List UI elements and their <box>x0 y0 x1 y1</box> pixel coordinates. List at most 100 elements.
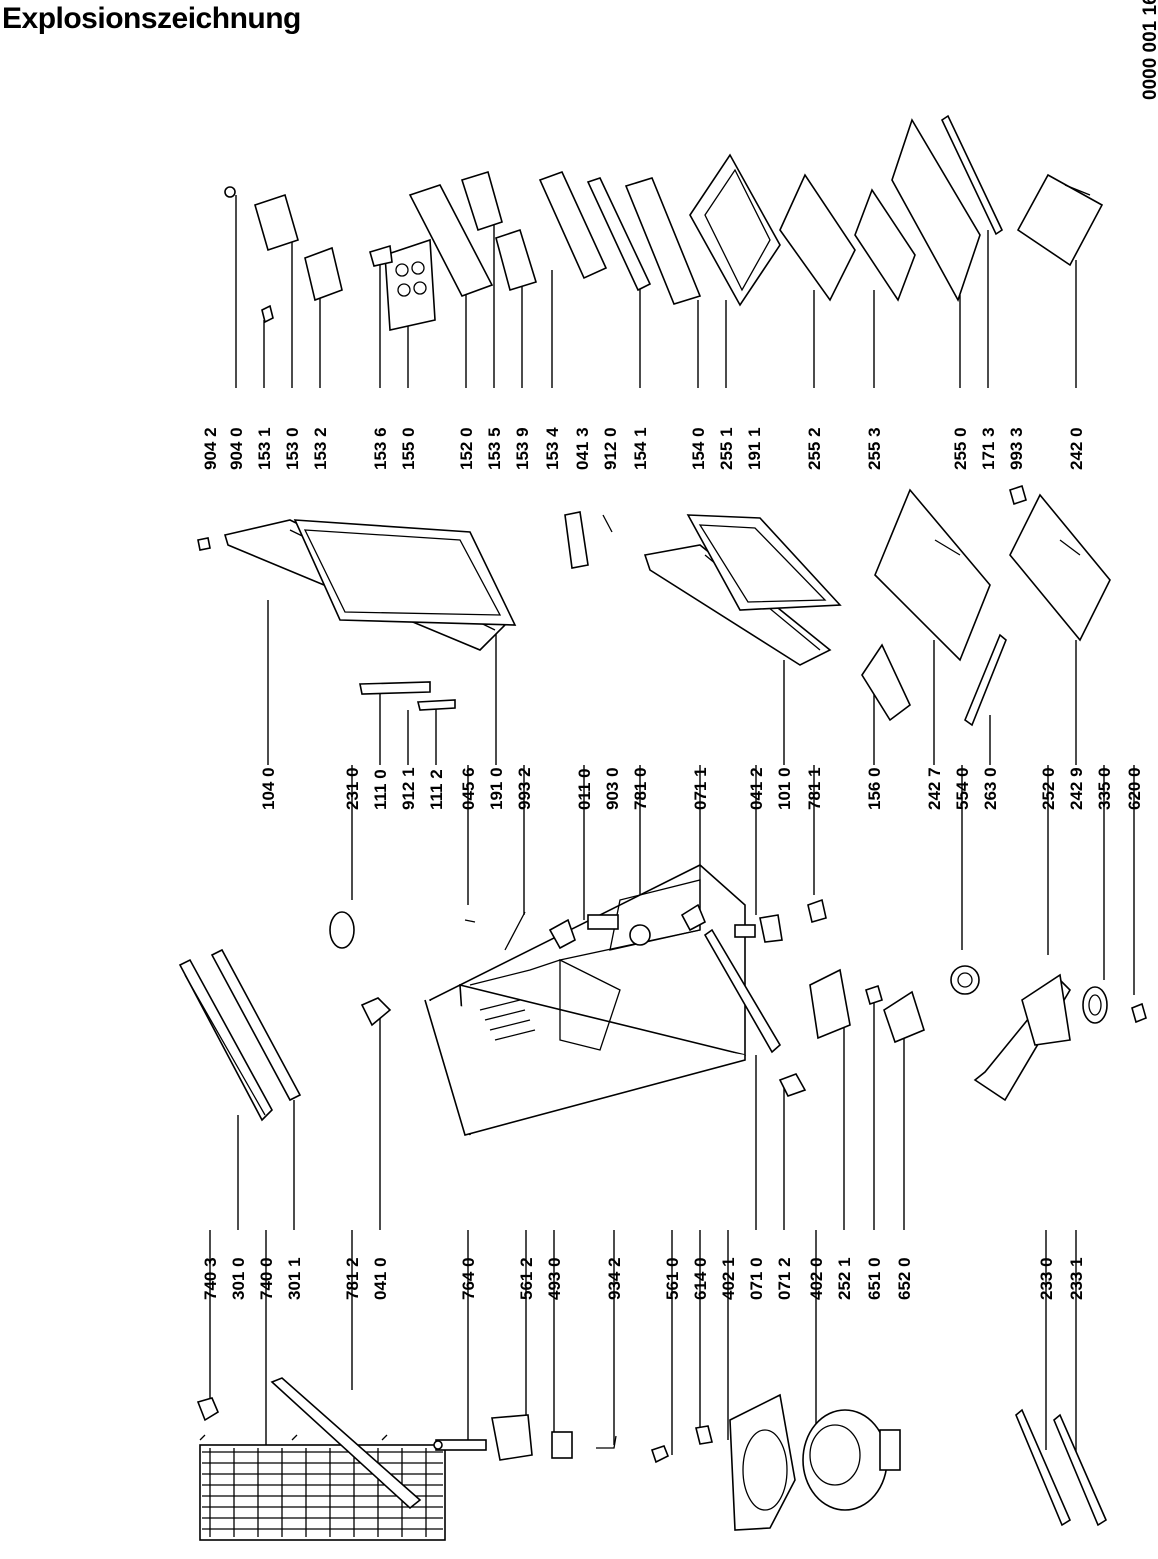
part-number-label: 104 0 <box>259 767 278 810</box>
part-number-label: 153 5 <box>485 427 504 470</box>
compressor-part-402 <box>802 1409 901 1511</box>
part-number-label: 904 0 <box>227 427 246 470</box>
part-number-label: 154 0 <box>689 427 708 470</box>
spring-part-993-2 <box>504 911 526 951</box>
door-shelf-154-1 <box>586 177 652 292</box>
crisper-part-242-9 <box>1009 493 1111 642</box>
part-number-label: 153 9 <box>513 427 532 470</box>
leader-lines <box>209 195 1135 1480</box>
part-number-label: 242 7 <box>925 767 944 810</box>
knob-part-781 <box>629 924 651 946</box>
block-part-493 <box>551 1431 573 1459</box>
part-number-label: 111 0 <box>371 769 390 810</box>
pin-part-781-1 <box>807 898 827 923</box>
door-gasket-191 <box>293 519 517 626</box>
screw-part-912 <box>602 514 613 533</box>
part-number-label: 153 6 <box>371 427 390 470</box>
screw-part-045 <box>464 919 476 923</box>
door-shelf-152 <box>408 184 494 297</box>
condenser-part <box>199 1434 446 1541</box>
part-number-label: 152 0 <box>457 427 476 470</box>
drawer-part-242-0 <box>1016 173 1104 267</box>
clip-part-740-3 <box>196 1397 220 1422</box>
shelf-part-156 <box>861 643 911 722</box>
part-number-label: 101 0 <box>775 767 794 810</box>
part-number-label: 041 3 <box>573 427 592 470</box>
page-title: Explosionszeichnung <box>2 2 301 35</box>
hinge-set-011 <box>548 914 619 950</box>
base-part-402-1 <box>729 1393 796 1531</box>
relay-part-652 <box>883 990 925 1044</box>
clip-part-153-1 <box>261 304 274 324</box>
glass-shelf-255-3 <box>854 188 916 302</box>
hinge-part-041-3 <box>564 511 589 569</box>
door-shelf-153-9 <box>495 228 537 292</box>
door-shelf-153-4 <box>538 170 608 280</box>
door-shelf-153-5 <box>460 170 503 232</box>
plug-part-614 <box>695 1425 713 1445</box>
pin-part-764 <box>433 1439 487 1451</box>
part-number-label: 111 2 <box>427 769 446 810</box>
part-number-label: 652 0 <box>895 1257 914 1300</box>
crisper-part-242-7 <box>874 488 991 662</box>
screw-part-904-0 <box>224 186 236 198</box>
part-number-label: 071 0 <box>747 1257 766 1300</box>
part-number-label: 912 1 <box>399 767 418 810</box>
bin-part-153-2 <box>304 246 343 302</box>
bin-part-153-0 <box>254 193 299 252</box>
part-number-label: 153 4 <box>543 427 562 470</box>
part-number-label: 191 0 <box>487 767 506 810</box>
glass-shelf-255-1 <box>689 153 781 307</box>
door-shelf-154-0 <box>624 177 702 305</box>
rail-part-233-0 <box>1015 1408 1072 1527</box>
part-number-label: 242 0 <box>1067 427 1086 470</box>
part-number-label: 153 0 <box>283 427 302 470</box>
part-number-label: 912 0 <box>601 427 620 470</box>
part-number-label: 301 0 <box>229 1257 248 1300</box>
part-number-label: 903 0 <box>603 767 622 810</box>
screw-part-904-2 <box>197 537 211 551</box>
part-153-6 <box>369 244 393 267</box>
part-number-label: 171 3 <box>979 427 998 470</box>
part-number-label: 242 9 <box>1067 767 1086 810</box>
clip-part-993-3 <box>1009 484 1027 506</box>
part-number-label: 041 0 <box>371 1257 390 1300</box>
glass-shelf-255-0 <box>891 118 981 302</box>
trim-part-171-3 <box>940 114 1004 236</box>
strip-part-781-2 <box>270 1377 422 1510</box>
handle-part-111 <box>359 681 431 695</box>
clip-part-071-1 <box>680 903 707 932</box>
knob-part-651 <box>865 984 883 1006</box>
profile-part-301-1 <box>210 948 302 1102</box>
hinge-part-041 <box>360 997 392 1027</box>
part-number-label: 255 3 <box>865 427 884 470</box>
part-number-label: 255 0 <box>951 427 970 470</box>
cabinet-part <box>424 864 746 1136</box>
small-part-620 <box>1131 1002 1147 1024</box>
trim-part-111-2 <box>416 699 456 711</box>
part-number-label: 153 2 <box>311 427 330 470</box>
part-number-label: 156 0 <box>865 767 884 810</box>
part-number-label: 904 2 <box>201 427 220 470</box>
wire-part-934 <box>596 1435 617 1449</box>
rail-part-233-1 <box>1053 1413 1108 1527</box>
hinge-set-041-2 <box>734 914 783 943</box>
plug-part-561 <box>650 1445 670 1464</box>
thermostat-part-554 <box>950 965 980 995</box>
part-number-label: 153 1 <box>255 427 274 470</box>
fan-part-252-1 <box>809 968 851 1040</box>
part-number-label: 255 1 <box>717 427 736 470</box>
part-number-label: 252 1 <box>835 1257 854 1300</box>
clip-part-071-2 <box>778 1073 807 1097</box>
part-number-label: 301 1 <box>285 1257 304 1300</box>
part-number-label: 263 0 <box>981 767 1000 810</box>
part-number-label: 071 2 <box>775 1257 794 1300</box>
part-number-label: 255 2 <box>805 427 824 470</box>
bracket-part-231 <box>329 911 355 949</box>
profile-part-301-0 <box>178 958 273 1122</box>
glass-shelf-255-2 <box>779 173 856 302</box>
